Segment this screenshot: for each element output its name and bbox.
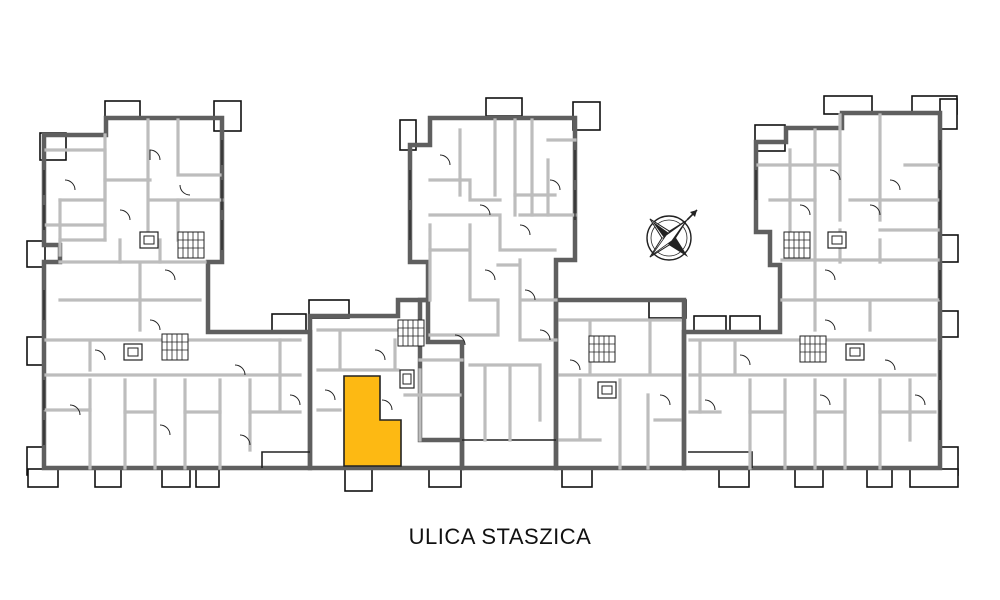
elevators xyxy=(123,231,865,399)
staircase-center-left xyxy=(397,319,425,347)
compass-rose-icon xyxy=(646,209,698,261)
windows xyxy=(43,140,941,445)
street-label: ULICA STASZICA xyxy=(408,524,592,549)
staircase-left-upper xyxy=(177,231,205,259)
staircase-left-lower xyxy=(161,333,189,361)
door-swings xyxy=(64,149,926,446)
staircase-center-right xyxy=(588,335,616,363)
balconies xyxy=(26,95,959,492)
staircases xyxy=(161,231,827,363)
selected-apartment-door xyxy=(381,399,393,411)
staircase-right-upper xyxy=(783,231,811,259)
staircase-right-lower xyxy=(799,335,827,363)
selected-apartment[interactable] xyxy=(343,375,402,467)
interior-walls xyxy=(44,113,940,470)
